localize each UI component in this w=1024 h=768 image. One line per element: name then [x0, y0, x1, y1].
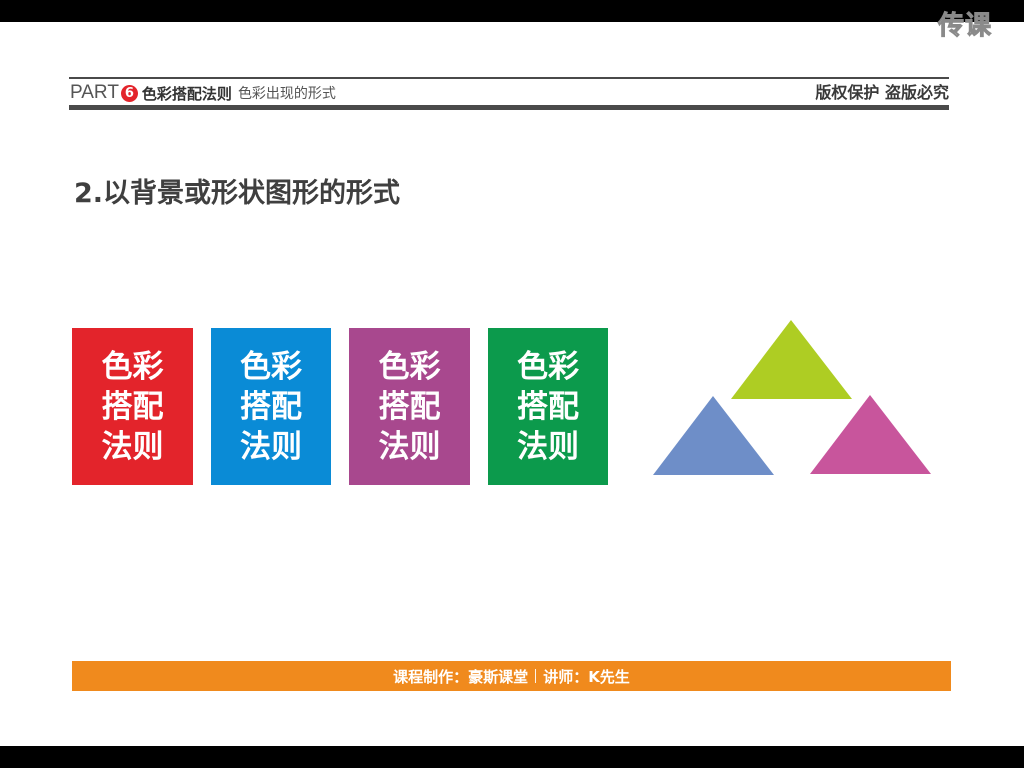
copyright-notice: 版权保护 盗版必究 — [815, 83, 949, 102]
block-label: 色彩搭配法则 — [378, 348, 441, 465]
color-block-purple: 色彩搭配法则 — [349, 328, 470, 485]
footer-bar: 课程制作：豪斯课堂 讲师：K先生 — [72, 661, 951, 691]
letterbox-bottom — [0, 746, 1024, 768]
producer-credit: 课程制作：豪斯课堂 — [393, 667, 529, 686]
lecturer-credit: 讲师：K先生 — [543, 667, 630, 686]
color-block-blue: 色彩搭配法则 — [211, 328, 331, 485]
block-label: 色彩搭配法则 — [517, 348, 579, 465]
letterbox-top — [0, 0, 1024, 22]
chapter-title: 色彩搭配法则 — [141, 84, 232, 103]
slide-heading: 2.以背景或形状图形的形式 — [74, 178, 401, 209]
footer-separator — [535, 669, 537, 683]
part-label: PART — [70, 82, 119, 103]
color-block-red: 色彩搭配法则 — [72, 328, 193, 485]
header-breadcrumb: PART 6 色彩搭配法则 色彩出现的形式 — [70, 82, 336, 104]
watermark-logo: 传课 — [937, 11, 993, 42]
green-triangle-icon — [731, 320, 852, 399]
block-label: 色彩搭配法则 — [240, 348, 302, 465]
part-number-badge: 6 — [120, 84, 138, 102]
pink-triangle-icon — [810, 395, 931, 474]
section-title: 色彩出现的形式 — [237, 86, 336, 102]
color-block-green: 色彩搭配法则 — [488, 328, 608, 485]
header-divider-bottom — [69, 105, 949, 110]
triangle-shapes-group — [653, 320, 931, 475]
block-label: 色彩搭配法则 — [101, 348, 164, 465]
header-divider-top — [69, 77, 949, 79]
blue-triangle-icon — [653, 396, 774, 475]
